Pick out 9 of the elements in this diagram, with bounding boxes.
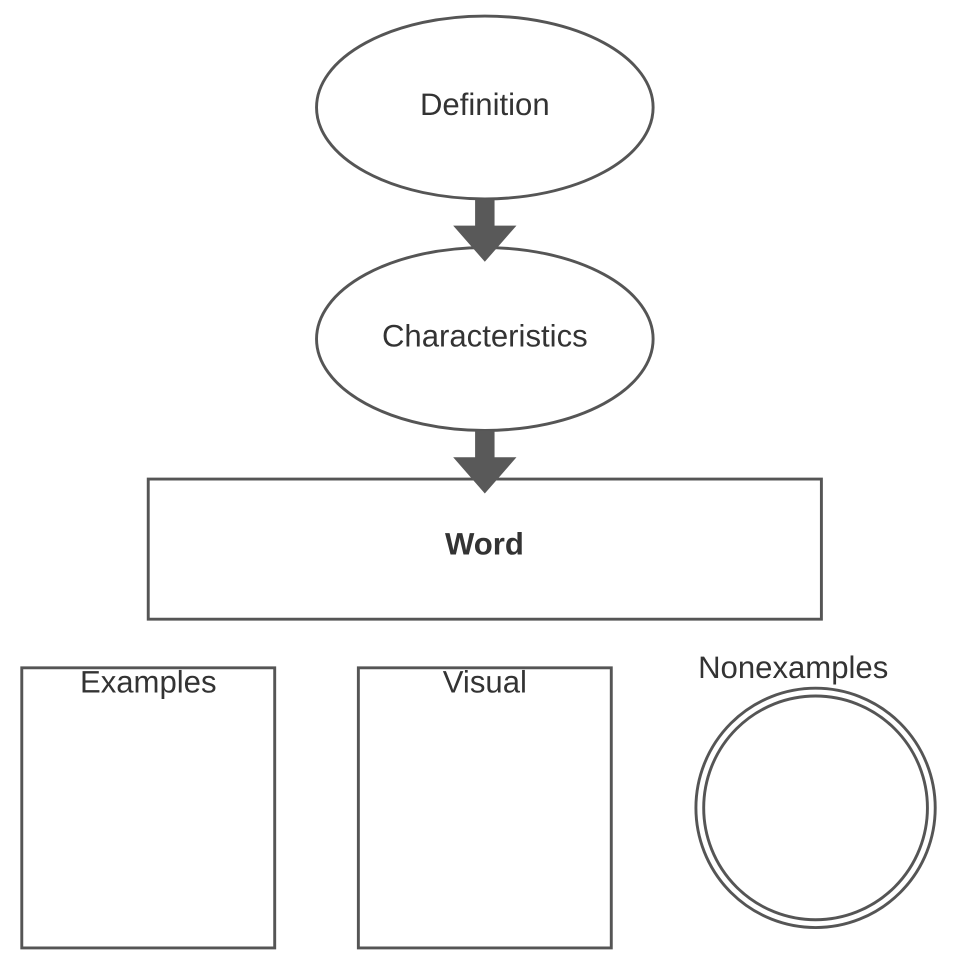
- node-ellipse: Characteristics: [314, 246, 654, 432]
- node-box: Examples: [20, 666, 276, 950]
- node-circle: [694, 686, 936, 929]
- arrow: [452, 199, 516, 262]
- node-ellipse: Definition: [314, 14, 654, 200]
- arrow: [452, 430, 516, 494]
- node-label: Nonexamples: [698, 650, 888, 686]
- node-box: Word: [146, 478, 822, 621]
- node-box: Visual: [356, 666, 612, 950]
